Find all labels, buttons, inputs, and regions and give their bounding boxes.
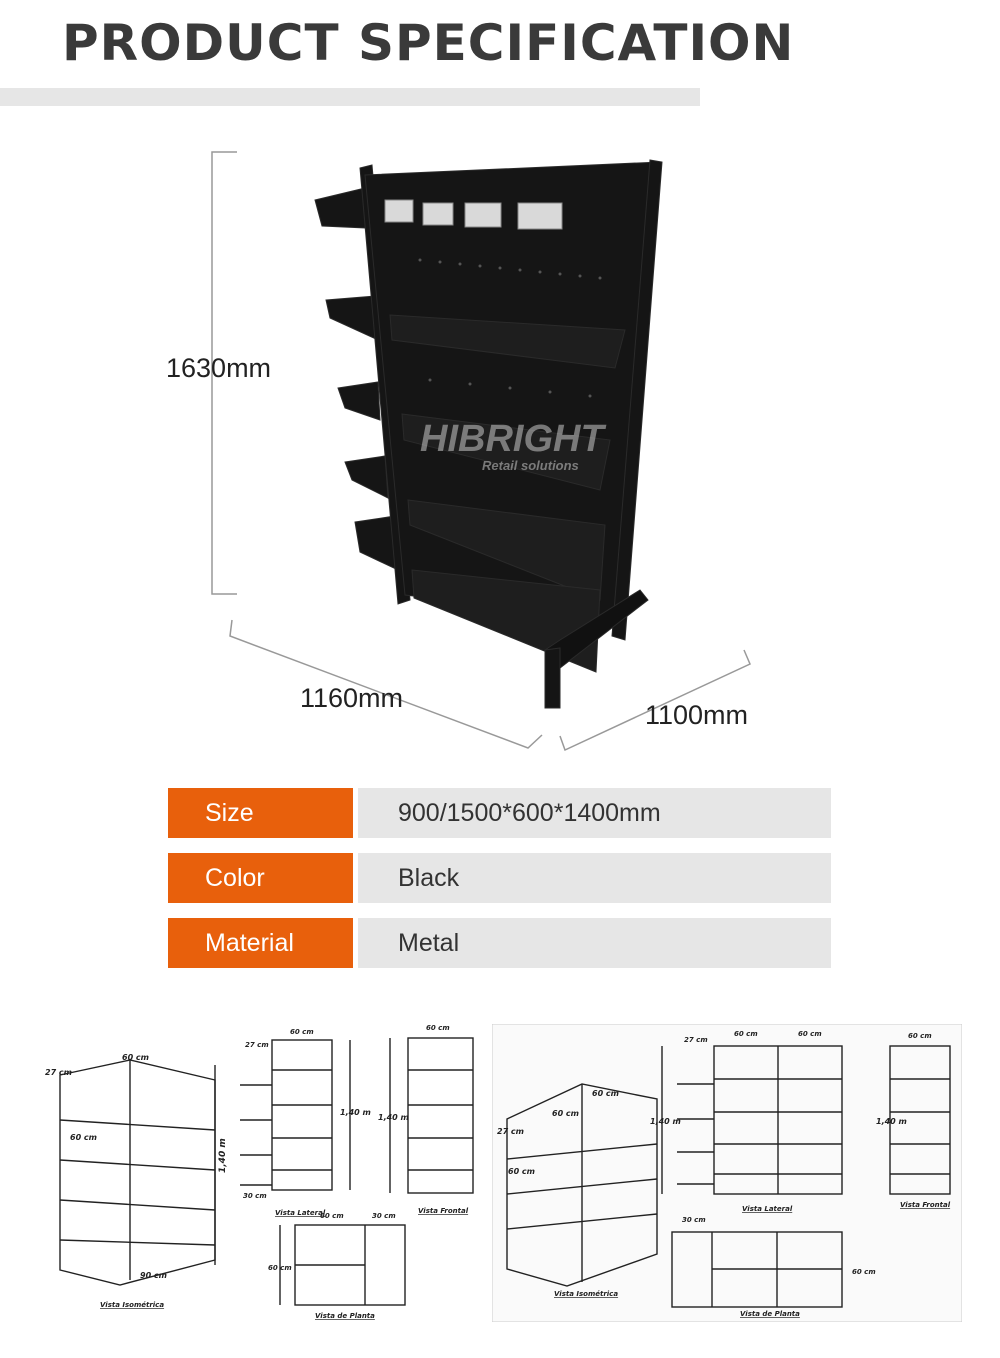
view-lateral-label: Vista Lateral [275,1209,326,1217]
dim-60-label: 60 cm [122,1053,149,1062]
dim-60-depth-label: 60 cm [508,1167,535,1176]
spec-value: Black [358,853,831,903]
view-lateral-label: Vista Lateral [742,1205,793,1213]
spec-label: Material [168,918,353,968]
view-frontal-label: Vista Frontal [418,1207,469,1215]
dim-60-plan-label: 60 cm [320,1212,344,1220]
dim-30-plan-label: 30 cm [372,1212,396,1220]
dimension-lines [211,151,751,752]
view-frontal-label: Vista Frontal [900,1201,951,1209]
dim-height-frontal-label: 1,40 m [876,1117,907,1126]
sign-holders [384,199,563,230]
spec-value: 900/1500*600*1400mm [358,788,831,838]
spec-row-color: Color Black [168,853,831,903]
dim-60-plan-side-label: 60 cm [852,1268,876,1276]
height-dimension: 1630mm [166,353,272,383]
title-underline-bar [0,88,700,106]
dim-30-label: 30 cm [243,1192,267,1200]
dim-60-lateral-label-b: 60 cm [798,1030,822,1038]
width-dimension: 1160mm [300,683,404,713]
spec-label: Color [168,853,353,903]
dim-60-depth-label: 60 cm [70,1133,97,1142]
view-plan-label: Vista de Planta [740,1310,800,1318]
dim-27-label: 27 cm [497,1127,524,1136]
spec-row-material: Material Metal [168,918,831,968]
brand-tagline: Retail solutions [482,458,579,473]
depth-dimension: 1100mm [645,700,749,730]
spec-label: Size [168,788,353,838]
product-image [211,151,751,752]
spec-row-size: Size 900/1500*600*1400mm [168,788,831,838]
technical-drawing-left: 27 cm 60 cm 60 cm 1,40 m 90 cm Vista Iso… [45,1024,474,1320]
dim-height-frontal-label: 1,40 m [378,1113,409,1122]
dim-27-lateral-label: 27 cm [684,1036,708,1044]
spec-value: Metal [358,918,831,968]
technical-drawing-right: 27 cm 60 cm 60 cm 60 cm Vista Isométrica… [492,1024,962,1322]
dim-60-lateral-label: 60 cm [290,1028,314,1036]
dim-60-plan-side-label: 60 cm [268,1264,292,1272]
dim-60-lateral-label-a: 60 cm [734,1030,758,1038]
dim-60-label: 60 cm [552,1109,579,1118]
brand-watermark: HIBRIGHT [420,418,604,460]
pegboard-holes [418,258,602,398]
shelf-unit [314,159,663,709]
dim-27-label: 27 cm [45,1068,72,1077]
dim-90-label: 90 cm [140,1271,167,1280]
view-isometric-label: Vista Isométrica [100,1301,164,1309]
view-plan-label: Vista de Planta [315,1312,375,1320]
dim-height-label: 1,40 m [218,1138,228,1173]
dim-60-second-label: 60 cm [592,1089,619,1098]
dim-27-lateral-label: 27 cm [245,1041,269,1049]
dim-30-plan-label: 30 cm [682,1216,706,1224]
dim-60-frontal-label: 60 cm [426,1024,450,1032]
dim-60-frontal-label: 60 cm [908,1032,932,1040]
dim-height-lateral-label: 1,40 m [340,1108,371,1117]
view-isometric-label: Vista Isométrica [554,1290,618,1298]
page-title: PRODUCT SPECIFICATION [62,14,795,72]
dim-height-lateral-label: 1,40 m [650,1117,681,1126]
